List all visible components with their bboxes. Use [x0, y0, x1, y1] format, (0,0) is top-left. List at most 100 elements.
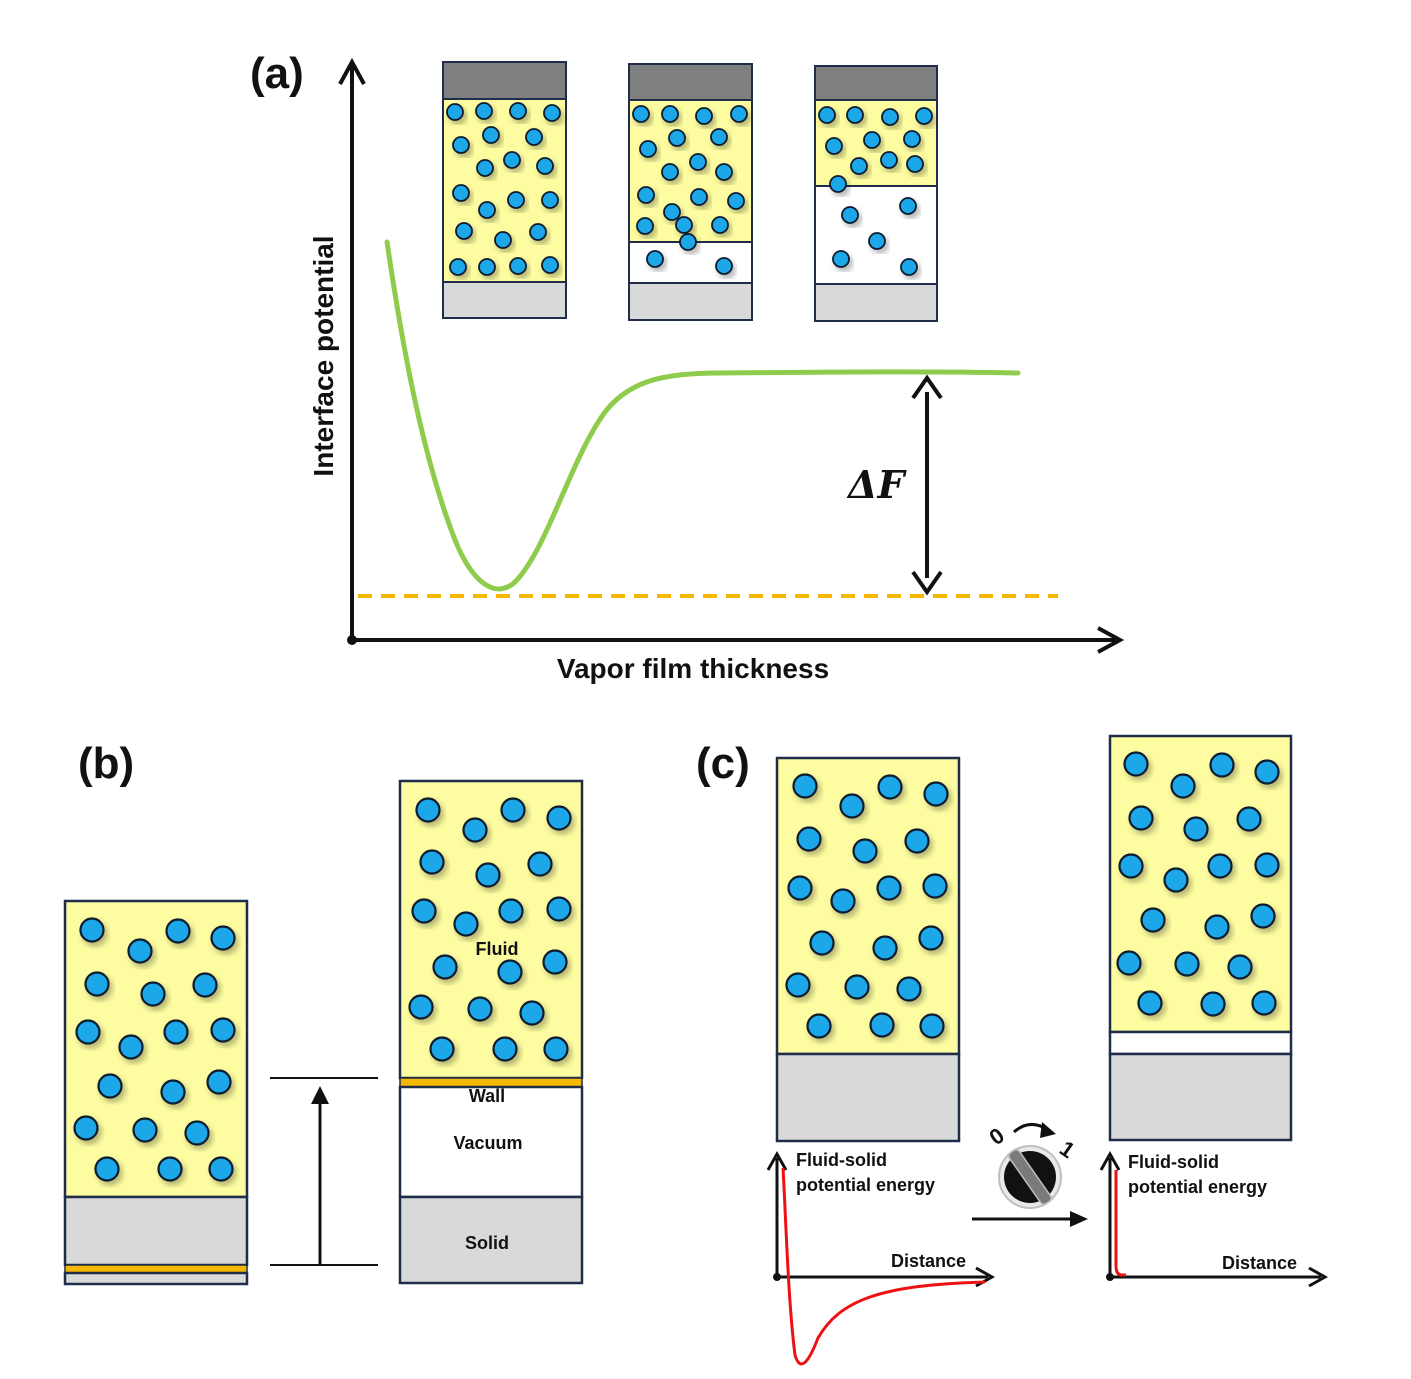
c-left-ylabel-line2: potential energy	[796, 1175, 935, 1195]
particle	[97, 1073, 123, 1099]
particle	[84, 971, 110, 997]
interface-potential-curve	[384, 239, 1021, 592]
particle	[668, 129, 686, 147]
a-column-1	[442, 61, 567, 319]
particle	[830, 888, 856, 914]
particle	[476, 159, 494, 177]
particle	[467, 996, 493, 1022]
particle	[881, 108, 899, 126]
particle	[806, 1013, 832, 1039]
particle	[918, 925, 944, 951]
particle	[509, 102, 527, 120]
c-left-potential-plot: Fluid-solid potential energy Distance	[766, 1150, 996, 1366]
a-column-1-particles	[446, 102, 561, 276]
c-right-ylabel-line1: Fluid-solid	[1128, 1152, 1219, 1172]
particle	[507, 191, 525, 209]
particle	[1251, 990, 1277, 1016]
a-column-2-particles	[632, 105, 748, 275]
particle	[475, 862, 501, 888]
c-left-column	[775, 756, 961, 1143]
particle	[75, 1019, 101, 1045]
particle	[509, 257, 527, 275]
particle	[695, 107, 713, 125]
particle	[206, 1069, 232, 1095]
particle	[637, 186, 655, 204]
particle	[646, 250, 664, 268]
particle	[1170, 773, 1196, 799]
particle	[455, 222, 473, 240]
particle	[165, 918, 191, 944]
particle	[661, 105, 679, 123]
particle	[192, 972, 218, 998]
particle	[536, 157, 554, 175]
particle	[529, 223, 547, 241]
particle	[906, 155, 924, 173]
particle	[922, 873, 948, 899]
particle	[844, 974, 870, 1000]
c-right-wall-potential-curve	[1114, 1170, 1126, 1277]
particle	[689, 153, 707, 171]
particle	[636, 217, 654, 235]
a-origin-dot	[347, 635, 357, 645]
particle	[1254, 759, 1280, 785]
particle	[896, 976, 922, 1002]
particle	[675, 216, 693, 234]
particle	[792, 773, 818, 799]
c-right-xlabel: Distance	[1222, 1253, 1297, 1273]
particle	[923, 781, 949, 807]
particle	[482, 126, 500, 144]
particle	[1227, 954, 1253, 980]
particle	[863, 131, 881, 149]
particle	[839, 793, 865, 819]
particle	[880, 151, 898, 169]
particle	[1200, 991, 1226, 1017]
particle	[432, 954, 458, 980]
particle	[1236, 806, 1262, 832]
particle	[1209, 752, 1235, 778]
particle	[1128, 805, 1154, 831]
particle	[419, 849, 445, 875]
particle	[796, 826, 822, 852]
delta-f-label: ΔF	[846, 462, 907, 507]
particle	[157, 1156, 183, 1182]
particle	[411, 898, 437, 924]
a-y-axis-arrow-icon	[338, 57, 366, 85]
c-left-y-axis-arrow-icon	[766, 1150, 788, 1171]
a-column-3	[814, 65, 938, 322]
particle	[118, 1034, 144, 1060]
fluid-label: Fluid	[476, 939, 519, 959]
solid-label: Solid	[465, 1233, 509, 1253]
particle	[1140, 907, 1166, 933]
particle	[541, 191, 559, 209]
particle	[832, 250, 850, 268]
c-right-particles	[1116, 751, 1280, 1017]
particle	[899, 197, 917, 215]
particle	[500, 797, 526, 823]
c-left-xlabel: Distance	[891, 1251, 966, 1271]
switch-on-label: 1	[1055, 1136, 1079, 1164]
particle	[868, 232, 886, 250]
c-left-ylabel-line1: Fluid-solid	[796, 1150, 887, 1170]
particle	[546, 896, 572, 922]
c-right-y-axis-arrow-icon	[1099, 1150, 1121, 1171]
particle	[818, 106, 836, 124]
switch-off-label: 0	[985, 1123, 1009, 1151]
particle	[1137, 990, 1163, 1016]
particle	[462, 817, 488, 843]
particle	[160, 1079, 186, 1105]
particle	[663, 203, 681, 221]
particle	[415, 797, 441, 823]
particle	[503, 151, 521, 169]
c-transition-arrow-icon	[1070, 1211, 1088, 1227]
c-left-lj-potential-curve	[781, 1167, 986, 1366]
particle	[497, 959, 523, 985]
panel-a-label: (a)	[250, 49, 304, 98]
b-left-column	[63, 899, 249, 1286]
c-right-ylabel-line2: potential energy	[1128, 1177, 1267, 1197]
particle	[1118, 853, 1144, 879]
particle	[132, 1117, 158, 1143]
particle	[541, 256, 559, 274]
particle	[711, 216, 729, 234]
panel-a: (a) Interface potential Vapor film thick…	[250, 49, 1125, 684]
